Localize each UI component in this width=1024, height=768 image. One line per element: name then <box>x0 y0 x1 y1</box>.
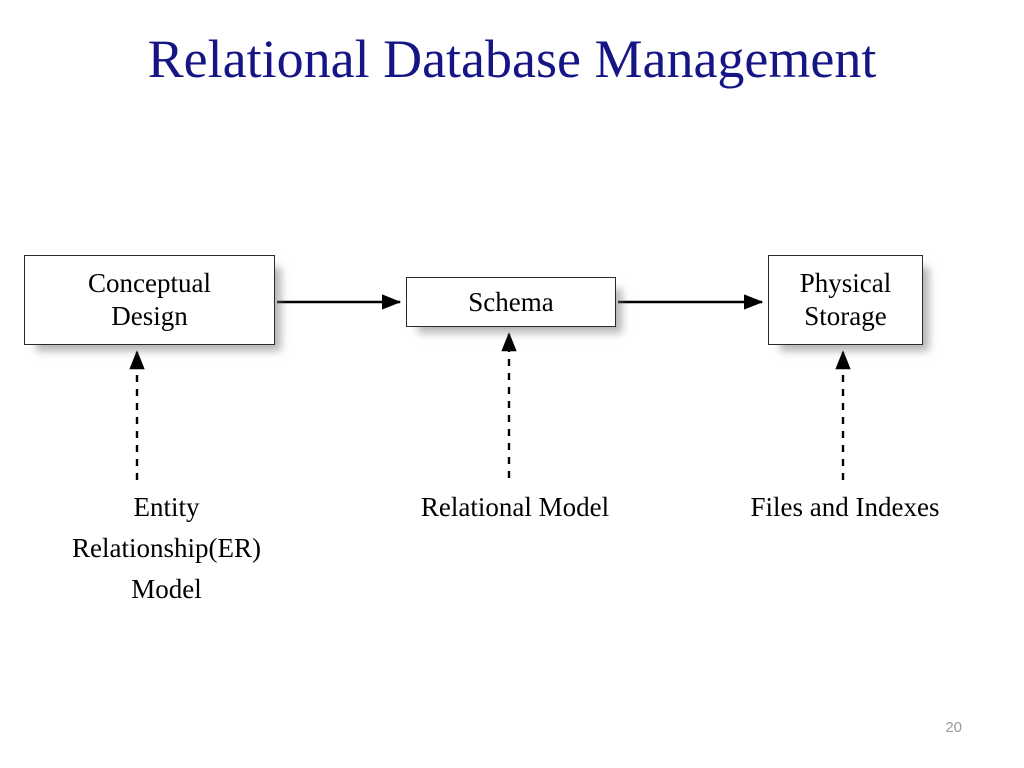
caption-er-model: Entity Relationship(ER) Model <box>14 487 319 610</box>
flow-box-label: Conceptual Design <box>25 267 274 333</box>
flow-box-line-1: Schema <box>468 286 554 317</box>
flow-box-label: Schema <box>407 286 615 319</box>
caption-line-1: Relational Model <box>420 492 610 522</box>
caption-line-1: Entity <box>133 492 200 522</box>
flow-box-label: Physical Storage <box>769 267 922 333</box>
flow-box-physical-storage[interactable]: Physical Storage <box>768 255 923 345</box>
caption-line-2: Relationship(ER) <box>72 533 261 563</box>
caption-relational-model: Relational Model <box>370 487 660 528</box>
flow-box-line-2: Storage <box>804 301 887 331</box>
caption-line-3: Model <box>131 574 202 604</box>
page-number: 20 <box>945 719 962 736</box>
flow-box-schema[interactable]: Schema <box>406 277 616 327</box>
flow-box-line-1: Conceptual <box>88 268 211 298</box>
flow-box-line-2: Design <box>111 301 188 331</box>
flow-box-conceptual-design[interactable]: Conceptual Design <box>24 255 275 345</box>
caption-files-indexes: Files and Indexes <box>700 487 990 528</box>
caption-line-1: Files and Indexes <box>750 492 940 522</box>
flow-box-line-1: Physical <box>799 268 892 298</box>
page-title: Relational Database Management <box>147 29 877 89</box>
